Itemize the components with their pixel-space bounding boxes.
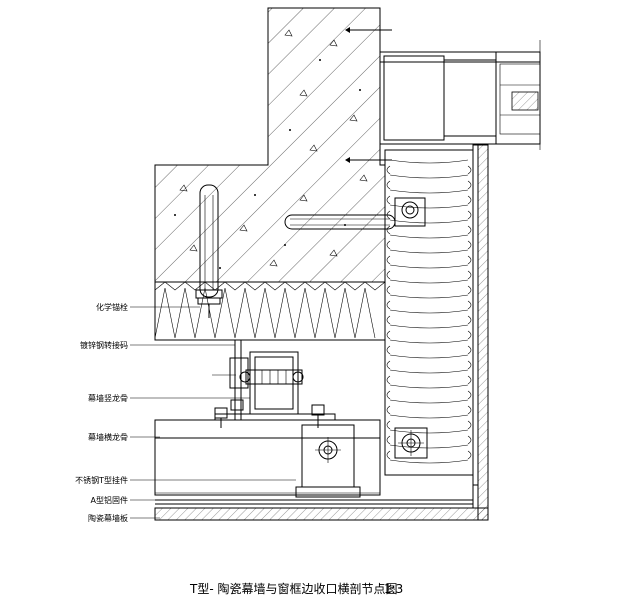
label-group: 化学锚栓 镀锌钢转接码 幕墙竖龙骨 幕墙横龙骨 不锈钢T型挂件 A型铝固件 陶瓷…: [75, 302, 128, 523]
label-ceramic-panel: 陶瓷幕墙板: [88, 513, 128, 523]
side-ceramic-panel: [472, 144, 489, 521]
label-aluminum-fixture: A型铝固件: [91, 495, 128, 505]
side-anchor: [284, 197, 426, 230]
label-vertical-keel: 幕墙竖龙骨: [88, 393, 128, 403]
leader-lines: [130, 306, 296, 519]
label-chemical-anchor: 化学锚栓: [96, 302, 128, 312]
vertical-keel: [239, 351, 304, 415]
drawing-caption: T型- 陶瓷幕墙与窗框边收口横剖节点图: [189, 581, 397, 596]
t-hanger: [295, 424, 361, 498]
concrete-wall: [154, 7, 386, 283]
chemical-anchor: [195, 184, 223, 318]
caption-group: T型- 陶瓷幕墙与窗框边收口横剖节点图 1:3: [189, 581, 403, 596]
horizontal-keel: [154, 419, 381, 496]
lower-side-anchor: [394, 427, 428, 459]
label-t-hanger: 不锈钢T型挂件: [75, 475, 128, 485]
label-steel-adapter: 镀锌钢转接码: [80, 340, 128, 350]
window-frame: [379, 40, 541, 150]
side-insulation: [384, 149, 474, 476]
keel-bolts: [214, 399, 336, 428]
insulation-layer: [154, 281, 386, 341]
label-horizontal-keel: 幕墙横龙骨: [88, 432, 128, 442]
drawing-scale: 1:3: [384, 582, 403, 596]
ceramic-panel: [154, 485, 489, 521]
